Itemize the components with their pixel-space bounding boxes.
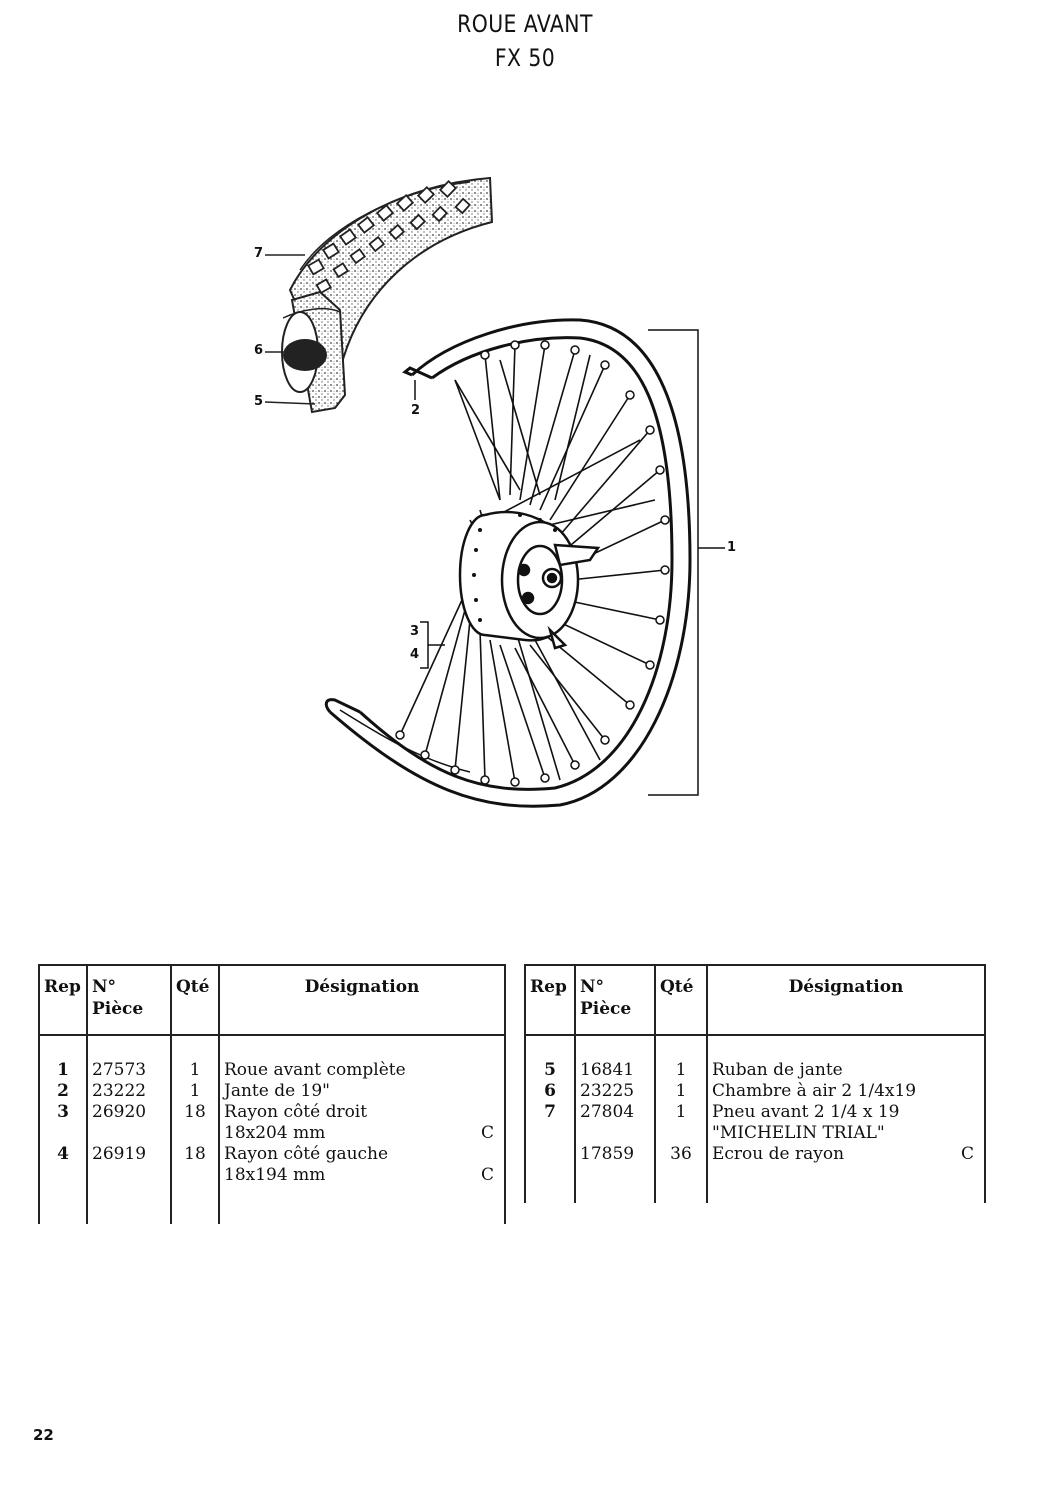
cell-piece [86,1123,171,1144]
cell-rep: 3 [38,1102,87,1123]
cell-designation: Ruban de jante [706,1060,986,1081]
cell-qte [170,1123,219,1144]
cell-designation: Rayon côté gauche [218,1144,506,1165]
cell-rep [38,1123,87,1144]
cell-piece: 27804 [574,1102,655,1123]
cell-qte: 1 [170,1081,219,1102]
cell-piece [574,1123,655,1144]
cell-piece: 27573 [86,1060,171,1081]
cell-designation: Rayon côté droit [218,1102,506,1123]
cell-designation: Jante de 19" [218,1081,506,1102]
hub-illustration [458,510,601,650]
col-header-qte: Qté [654,964,707,1036]
cell-qte: 18 [170,1102,219,1123]
cell-qte: 1 [654,1081,707,1102]
cell-rep: 7 [524,1102,575,1123]
page-title: ROUE AVANT [457,10,593,38]
col-header-qte: Qté [170,964,219,1036]
cell-rep: 5 [524,1060,575,1081]
cell-qte: 1 [170,1060,219,1081]
callout-3: 3 [410,624,420,639]
flag-code: C [480,1123,494,1143]
cell-rep [524,1144,575,1165]
cell-designation: Pneu avant 2 1/4 x 19 [706,1102,986,1123]
cell-qte: 18 [170,1144,219,1165]
cell-piece: 26919 [86,1144,171,1165]
cell-designation: "MICHELIN TRIAL" [706,1123,986,1144]
wheel-exploded-diagram [264,176,725,808]
leader-lines [264,254,316,405]
cell-piece: 26920 [86,1102,171,1123]
col-header-piece: N°Pièce [574,964,655,1036]
cell-rep: 2 [38,1081,87,1102]
cell-rep [38,1165,87,1186]
callout-7: 7 [254,246,264,261]
callout-2: 2 [411,403,421,418]
inner-tube-illustration [281,290,347,414]
cell-qte [654,1123,707,1144]
bracket-item-1 [648,329,725,796]
cell-rep: 4 [38,1144,87,1165]
col-header-designation: Désignation [706,964,986,1036]
cell-qte: 1 [654,1060,707,1081]
flag-code: C [480,1165,494,1185]
cell-rep: 6 [524,1081,575,1102]
cell-piece: 23222 [86,1081,171,1102]
cell-qte [170,1165,219,1186]
cell-qte: 1 [654,1102,707,1123]
cell-piece: 17859 [574,1144,655,1165]
table-header: Rep N°Pièce Qté Désignation [524,964,986,1036]
cell-rep [524,1123,575,1144]
cell-designation: Roue avant complète [218,1060,506,1081]
callout-6: 6 [254,343,264,358]
page-subtitle: FX 50 [494,44,556,72]
col-header-piece: N°Pièce [86,964,171,1036]
bracket-items-3-4 [420,621,445,669]
page-number: 22 [33,1426,54,1444]
col-header-designation: Désignation [218,964,506,1036]
col-header-rep: Rep [524,964,575,1036]
callout-1: 1 [727,540,737,555]
col-header-rep: Rep [38,964,87,1036]
callout-4: 4 [410,647,420,662]
cell-piece [86,1165,171,1186]
cell-piece: 23225 [574,1081,655,1102]
cell-rep: 1 [38,1060,87,1081]
cell-qte: 36 [654,1144,707,1165]
table-header: Rep N°Pièce Qté Désignation [38,964,506,1036]
cell-designation: Chambre à air 2 1/4x19 [706,1081,986,1102]
cell-piece: 16841 [574,1060,655,1081]
callout-5: 5 [254,394,264,409]
spoke-nipples [395,340,670,787]
table-row: "MICHELIN TRIAL" [524,1123,986,1144]
flag-code: C [960,1144,974,1164]
